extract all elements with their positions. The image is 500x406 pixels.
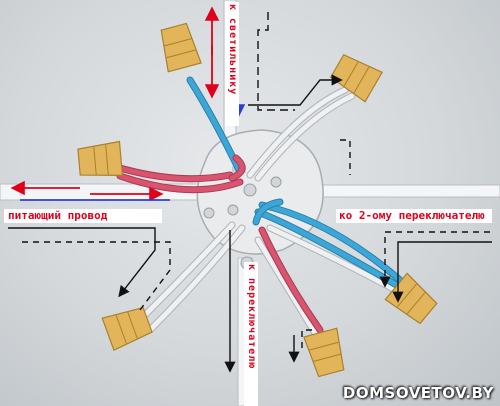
wire-connector-icon xyxy=(303,327,345,378)
wire-connector-icon xyxy=(101,306,153,351)
white-wires xyxy=(136,86,399,342)
arrow-icon xyxy=(257,12,295,111)
wire-connector-icon xyxy=(329,53,383,103)
red-wires xyxy=(116,154,324,334)
wire-connector-icon xyxy=(160,22,202,73)
cable-right xyxy=(321,184,500,198)
label-supply-wire: питающий провод xyxy=(4,209,162,223)
watermark: DOMSOVETOV.BY xyxy=(342,384,494,402)
arrow-icon xyxy=(340,139,351,175)
arrow-icon xyxy=(8,227,156,298)
wire-connector-icon xyxy=(77,140,124,176)
arrow-icon xyxy=(379,231,490,288)
arrow-icon xyxy=(301,329,312,348)
label-to-light: к светильнику xyxy=(225,2,239,126)
arrow-icon xyxy=(248,74,343,106)
arrow-icon xyxy=(22,241,171,311)
label-to-second-switch: ко 2-ому переключателю xyxy=(336,209,492,223)
arrow-icon xyxy=(392,241,492,303)
label-to-switch: к переключателю xyxy=(244,262,258,406)
